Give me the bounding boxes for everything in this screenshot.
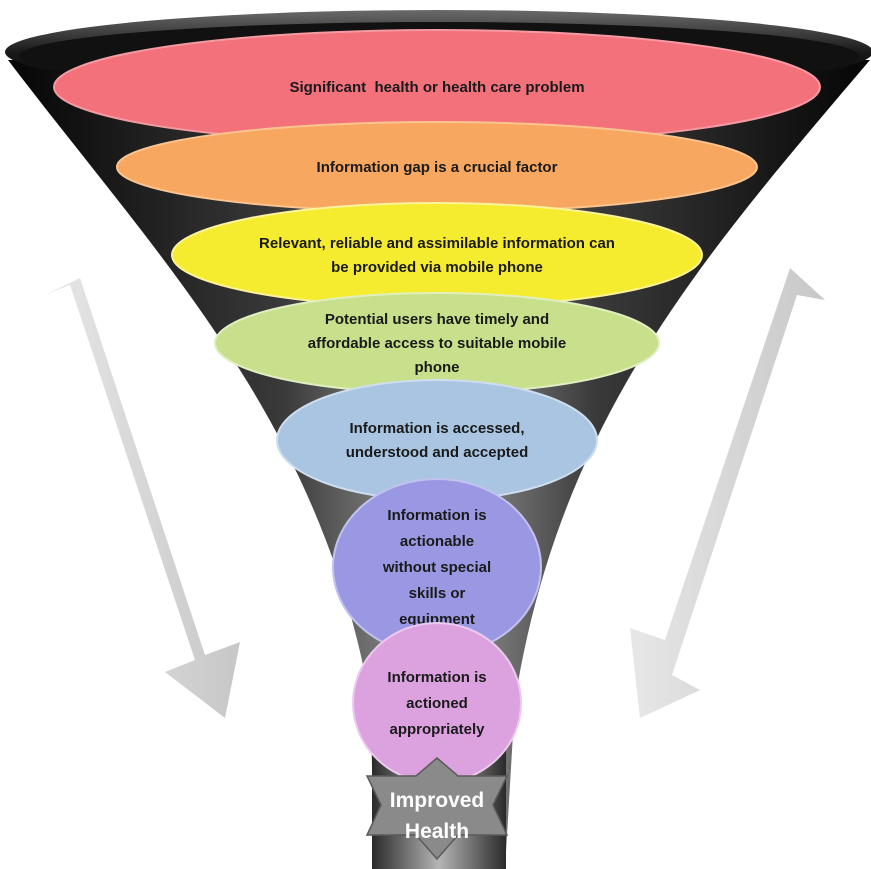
stage-ellipse-3 (171, 202, 703, 308)
stage-4-text-line-2: affordable access to suitable mobile (308, 335, 566, 352)
stage-5-text-line-2: understood and accepted (346, 444, 529, 461)
funnel-stages: Significant health or health care proble… (53, 29, 821, 784)
stage-5-text-line-1: Information is accessed, (349, 420, 524, 437)
funnel-stage-3: Relevant, reliable and assimilable infor… (171, 202, 703, 308)
funnel-stage-5: Information is accessed, understood and a… (276, 379, 598, 501)
funnel-stage-6: Information is actionable without special s… (332, 478, 542, 656)
stage-7-text-line-3: appropriately (389, 721, 485, 738)
improved-health-star: Improved Health (365, 757, 509, 861)
stage-6-text-line-1: Information is (387, 507, 486, 524)
stage-6-text-line-4: skills or (409, 585, 466, 602)
stage-7-text-line-1: Information is (387, 669, 486, 686)
stage-2-text-line-1: Information gap is a crucial factor (317, 159, 558, 176)
stage-3-text-line-2: be provided via mobile phone (331, 259, 543, 276)
stage-4-text-line-3: phone (415, 359, 460, 376)
stage-6-text-line-2: actionable (400, 533, 474, 550)
funnel-stage-4: Potential users have timely and affordabl… (214, 292, 660, 394)
stage-6-text-line-5: equipment (399, 611, 475, 628)
right-arrow (630, 268, 825, 718)
stage-6-text-line-3: without special (382, 559, 491, 576)
stage-3-text-line-1: Relevant, reliable and assimilable infor… (259, 235, 615, 252)
funnel-stage-2: Information gap is a crucial factor (116, 121, 758, 213)
stage-1-text-line-1: Significant health or health care proble… (289, 79, 584, 96)
stage-4-text-line-1: Potential users have timely and (325, 311, 549, 328)
outcome-label-line1: Improved (390, 789, 485, 812)
funnel-stage-7: Information is actioned appropriately (352, 622, 522, 784)
left-arrow (45, 278, 240, 718)
outcome-label-line2: Health (405, 820, 469, 843)
stage-7-text-line-2: actioned (406, 695, 468, 712)
